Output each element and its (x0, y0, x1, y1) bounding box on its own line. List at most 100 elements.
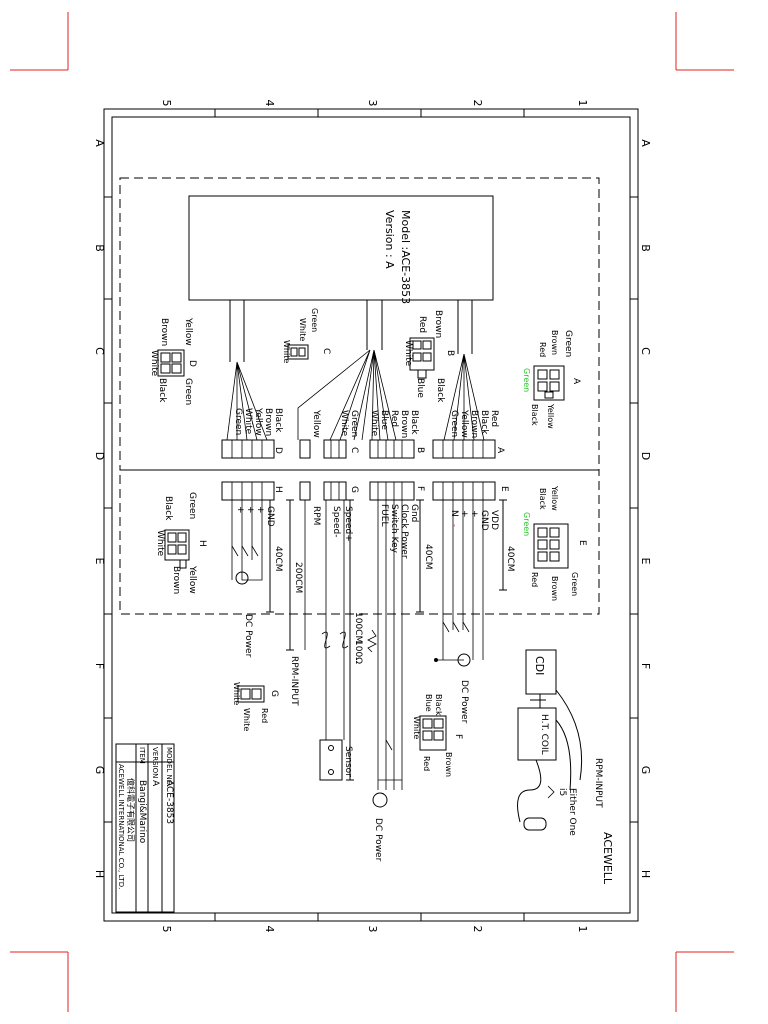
plug-pin-color: Black (530, 404, 539, 426)
plug-green-highlight: Green (522, 368, 531, 392)
controller-version-text: Version : A (383, 210, 396, 269)
pin-label: + (235, 506, 245, 514)
plug-pin-color: Brown (159, 318, 169, 346)
company-chinese: 億科電子有限公司 (126, 778, 136, 842)
plug-pin-color: Brown (433, 310, 443, 338)
plug-pin-color: Black (538, 488, 547, 510)
plug-pin-color: Green (187, 492, 197, 519)
zone-numbers-bottom: 5 4 3 2 1 (160, 926, 589, 933)
length-label: 200CM (293, 562, 303, 593)
connector-label: C (349, 447, 359, 453)
cable-sheaths (229, 300, 473, 362)
plug-pin-color: Green (563, 330, 573, 357)
zone-letter: E (93, 558, 106, 565)
connector-label: E (499, 486, 509, 492)
zone-number: 4 (263, 100, 276, 107)
wire-label: Yellow (311, 409, 321, 438)
wire-label: Green (449, 410, 459, 437)
version-label: VERSION (151, 747, 159, 778)
pin-label: + (459, 510, 469, 518)
pin-label: Gnd (409, 504, 419, 522)
zone-letter: H (639, 870, 652, 878)
plug-pin-color: White (242, 708, 251, 731)
harness-b: Black Brown Red Blue White B (353, 349, 425, 459)
zone-letter: C (639, 347, 652, 355)
wire-label: White (339, 410, 349, 437)
plug-pin-color: Blue (424, 694, 433, 712)
pin-label: FUEL (379, 504, 389, 526)
zone-letter: D (93, 452, 106, 460)
wire-label: Red (489, 410, 499, 427)
model-label: MODEL NO. (165, 747, 173, 787)
version-value: A (150, 780, 160, 787)
item-label: ITEM (138, 747, 146, 764)
plug-letter: A (571, 378, 581, 385)
pin-label: + (469, 510, 479, 518)
pin-label: N (449, 510, 459, 517)
plug-pin-color: Brown (550, 330, 559, 355)
circuit-e: E VDD GND + + N - 40CM (432, 481, 515, 667)
length-label: 40CM (505, 546, 515, 572)
zone-letter: H (93, 870, 106, 878)
pin-label: Speed+ (343, 506, 353, 542)
plug-pin-color: Yellow (183, 317, 193, 346)
connector-label: A (495, 447, 505, 454)
zone-letter: D (639, 452, 652, 460)
either-one-sub-label: i5 (557, 788, 567, 796)
plug-pin-color: White (155, 530, 165, 557)
pin-label: VDD (489, 510, 499, 530)
controller-model-text: Model :ACE-3853 (399, 210, 412, 304)
model-value: ACE-3853 (164, 780, 174, 824)
rpm-label: RPM (311, 506, 321, 525)
plug-pin-color: Brown (550, 576, 559, 601)
title-block: MODEL NO. ACE-3853 VERSION A ITEM Bangi&… (115, 743, 175, 913)
plug-h: Green Black White Yellow Brown H (155, 492, 207, 594)
plug-pin-color: Yellow (546, 403, 555, 429)
zone-number: 1 (576, 100, 589, 107)
plug-pin-color: Blue (415, 378, 425, 398)
connector-label: G (349, 486, 359, 493)
plug-pin-color: White (149, 350, 159, 377)
crop-marks (10, 12, 734, 1012)
zone-number: 3 (366, 926, 379, 933)
resistor-label: 100Ω (353, 640, 363, 664)
zone-number: 3 (366, 100, 379, 107)
zone-number: 5 (160, 926, 173, 933)
zone-number: 4 (263, 926, 276, 933)
circuit-f: F Gnd Clock Power Switch Key FUEL 100Ω 4… (353, 481, 433, 808)
plug-b: Brown Red White Blue Black B (403, 310, 455, 403)
pin-label: GND (479, 510, 489, 531)
pin-label: + (255, 506, 265, 514)
plug-pin-color: Green (310, 308, 319, 332)
plug-pin-color: White (282, 340, 291, 363)
dc-power-label: DC Power (459, 680, 469, 724)
plug-pin-color: Black (435, 378, 445, 403)
wire-label: Black (479, 410, 489, 435)
plug-pin-color: White (412, 716, 421, 739)
plug-pin-color: Red (417, 316, 427, 333)
harness-d: Black Brown Yellow White Green D (221, 361, 283, 459)
pin-label: Clock Power (399, 504, 409, 559)
zone-letter: A (639, 139, 652, 147)
pin-label: + (245, 506, 255, 514)
wire-label: Brown (399, 410, 409, 438)
plug-pin-color: Black (434, 694, 443, 716)
circuit-h: H GND + + + 40CM (221, 481, 283, 613)
coil-label: H.T. COIL (539, 714, 549, 755)
wire-label: Yellow (459, 409, 469, 438)
wire-label: White (243, 408, 253, 435)
plug-d: Yellow Brown White Green Black D (149, 317, 197, 405)
plug-pin-color: Black (163, 496, 173, 521)
dc-power-label: DC Power (373, 818, 383, 862)
zone-letter: F (639, 663, 652, 669)
plug-letter: F (453, 734, 463, 739)
dc-power-labels: DC Power DC Power DC Power (243, 614, 469, 862)
plug-a: Green Brown Red Black Yellow Green A (522, 330, 581, 429)
zone-letter: C (93, 347, 106, 355)
zone-letter: F (93, 663, 106, 669)
plug-letter: B (445, 350, 455, 356)
wire-label: Brown (469, 410, 479, 438)
wire-label: Black (409, 410, 419, 435)
item-value: Bangi&Marino (137, 780, 147, 844)
